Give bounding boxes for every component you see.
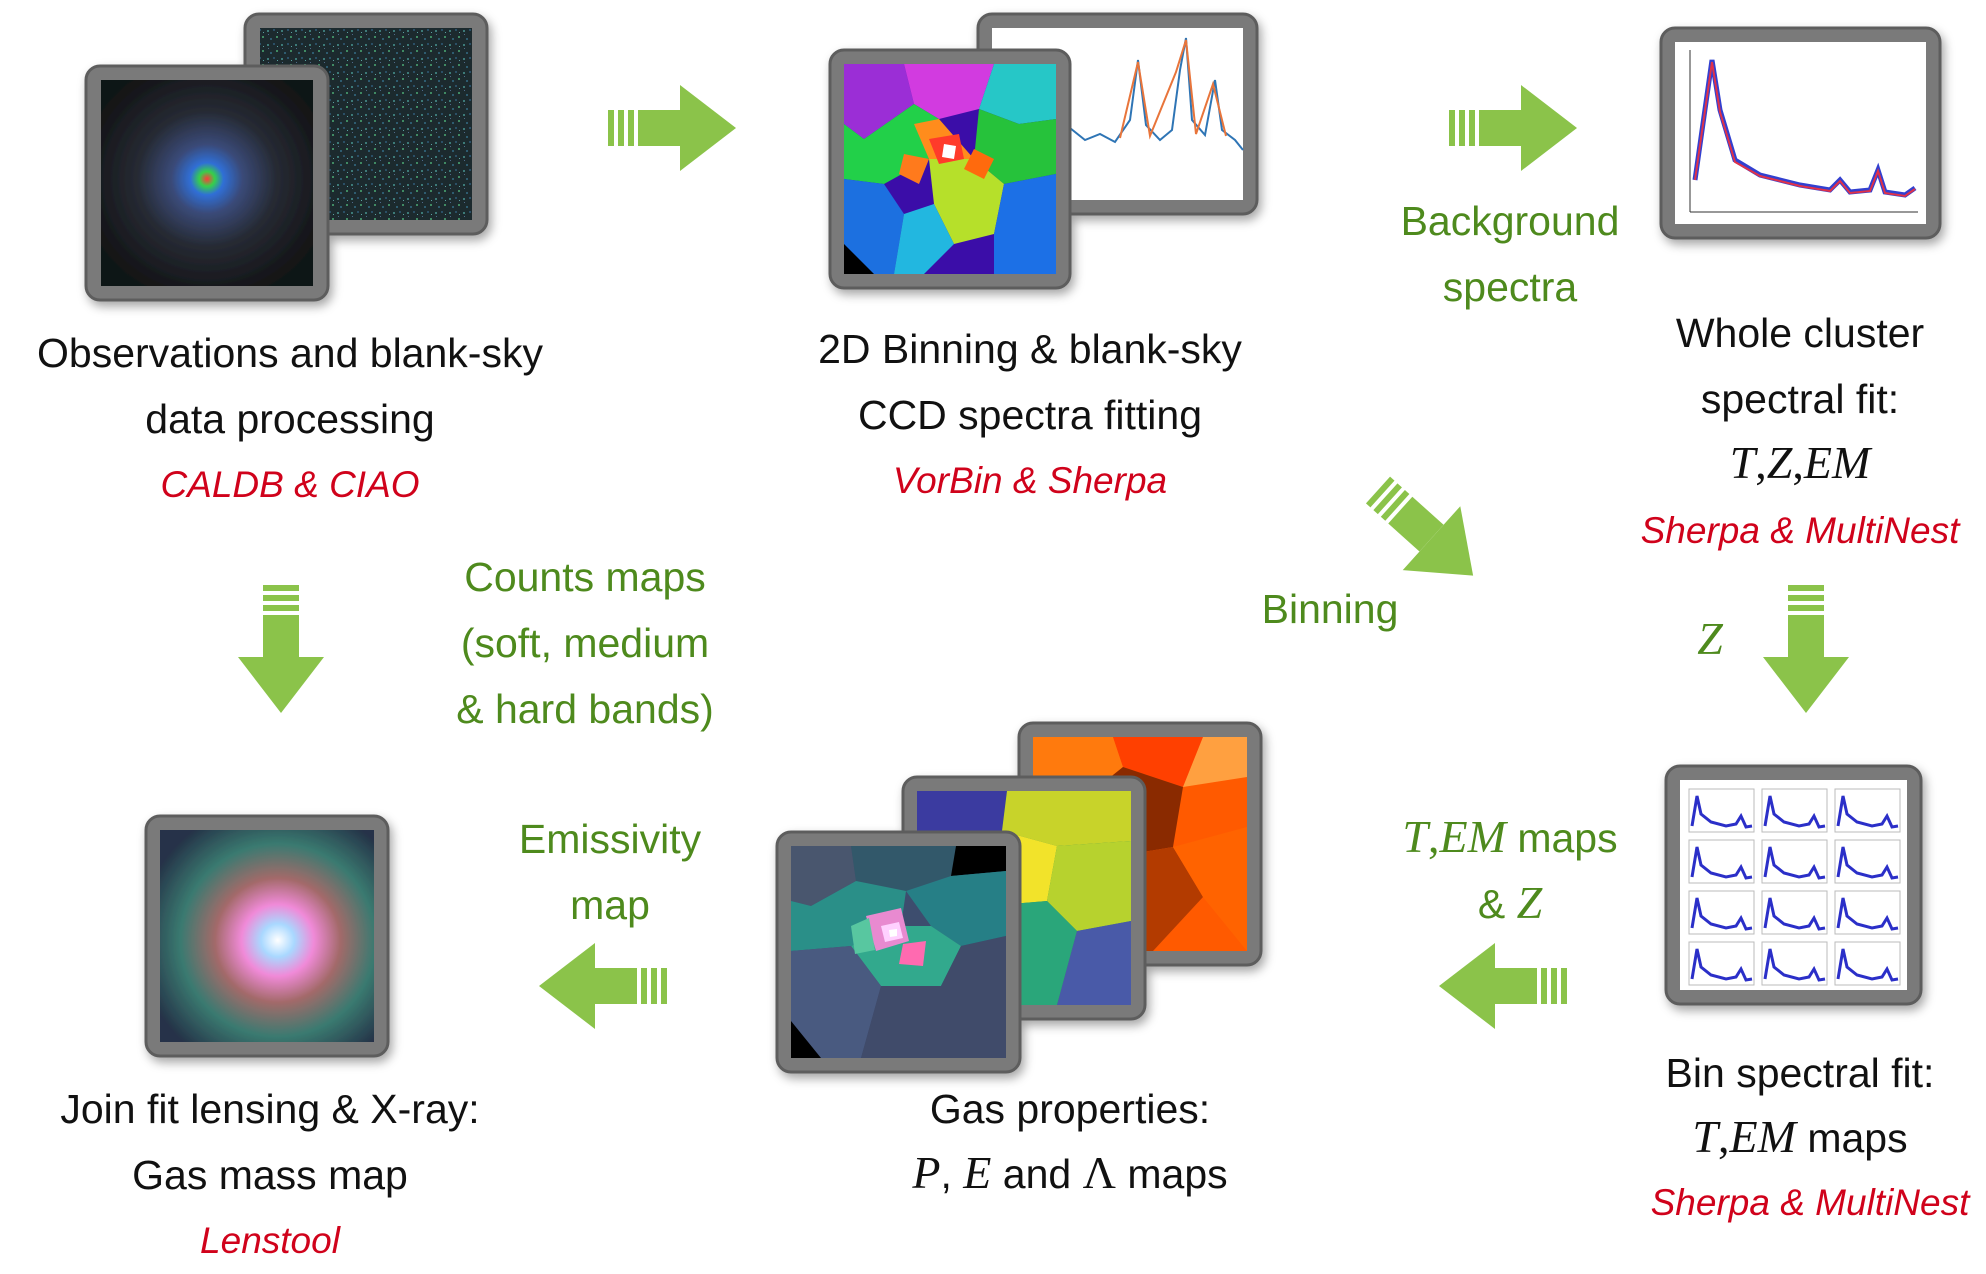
arrow-obs-to-binning xyxy=(608,85,736,171)
arrow-binning-to-whole xyxy=(1449,85,1577,171)
binning-images xyxy=(828,12,1259,290)
whole-cluster-spectrum-image xyxy=(1659,26,1942,240)
mini-fit-frame xyxy=(1761,839,1828,884)
binning-caption-line2: CCD spectra fitting xyxy=(857,392,1203,438)
mini-fit-curve xyxy=(1690,897,1753,931)
mini-fit-frame xyxy=(1688,788,1755,833)
mini-fit-curve xyxy=(1690,948,1753,982)
gas-property-maps xyxy=(775,721,1263,1074)
gas-P: P xyxy=(912,1147,941,1198)
gas-caption-line1: Gas properties: xyxy=(929,1086,1211,1132)
whole-T: T xyxy=(1729,437,1756,488)
arrow-gas-to-mass xyxy=(539,943,667,1029)
obs-tool: CALDB & CIAO xyxy=(160,464,420,505)
binfit-T: T xyxy=(1692,1111,1718,1162)
mini-fit-frame xyxy=(1834,890,1901,935)
label-emissivity-line1: Emissivity xyxy=(518,816,702,862)
label-tem-T: T xyxy=(1402,811,1428,862)
label-tem-maps: maps xyxy=(1517,815,1618,861)
obs-caption-line1: Observations and blank-sky xyxy=(37,330,543,376)
gas-and: and xyxy=(1002,1151,1072,1197)
gas-params: P, E and Λ maps xyxy=(912,1147,1228,1198)
gas-E: E xyxy=(963,1147,992,1198)
mini-fit-curve xyxy=(1763,795,1826,829)
binfit-caption-line1: Bin spectral fit: xyxy=(1665,1050,1935,1096)
gas-Lambda: Λ xyxy=(1082,1147,1116,1198)
label-background-line1: Background xyxy=(1400,198,1620,244)
whole-Z: Z xyxy=(1766,437,1793,488)
arrow-down-right xyxy=(1763,585,1849,713)
mini-fit-frame xyxy=(1761,890,1828,935)
mini-fit-frame xyxy=(1834,839,1901,884)
bin-fits-grid xyxy=(1688,788,1901,986)
mini-fit-curve xyxy=(1690,846,1753,880)
mini-fit-frame xyxy=(1761,788,1828,833)
whole-params: T,Z,EM xyxy=(1729,437,1871,488)
gas-maps: maps xyxy=(1127,1151,1228,1197)
arrow-down-left xyxy=(238,585,324,713)
label-counts-line3: & hard bands) xyxy=(456,686,714,732)
mini-fit-curve xyxy=(1763,897,1826,931)
mini-fit-curve xyxy=(1763,846,1826,880)
mini-fit-curve xyxy=(1836,846,1899,880)
gas-mass-map-image xyxy=(144,814,390,1058)
label-tem-line2: & Z xyxy=(1360,870,1660,937)
label-counts-line1: Counts maps xyxy=(464,554,706,600)
binning-caption-line1: 2D Binning & blank-sky xyxy=(818,326,1242,372)
whole-EM: EM xyxy=(1803,437,1871,488)
join-caption-line1: Join fit lensing & X-ray: xyxy=(60,1086,480,1132)
whole-caption-line1: Whole cluster xyxy=(1675,310,1925,356)
mini-fit-frame xyxy=(1834,941,1901,986)
mini-fit-frame xyxy=(1688,839,1755,884)
binfit-params: T,EM maps xyxy=(1692,1111,1908,1162)
mini-fit-curve xyxy=(1836,795,1899,829)
obs-caption-line2: data processing xyxy=(145,396,435,442)
mini-fit-curve xyxy=(1836,948,1899,982)
mini-fit-curve xyxy=(1836,897,1899,931)
join-caption-line2: Gas mass map xyxy=(132,1152,408,1198)
label-emissivity-line2: map xyxy=(570,882,650,928)
mini-fit-curve xyxy=(1690,795,1753,829)
binfit-maps: maps xyxy=(1807,1115,1908,1161)
label-tem-Z: Z xyxy=(1516,877,1543,928)
binning-tool: VorBin & Sherpa xyxy=(892,460,1168,501)
label-binning: Binning xyxy=(1261,586,1399,632)
label-tem-line1: T,EM maps xyxy=(1402,811,1618,862)
mini-fit-frame xyxy=(1834,788,1901,833)
label-counts-line2: (soft, medium xyxy=(460,620,710,666)
label-tem-amp: & xyxy=(1477,881,1506,927)
binfit-tool: Sherpa & MultiNest xyxy=(1650,1182,1970,1223)
label-background-line2: spectra xyxy=(1442,264,1578,310)
binfit-EM: EM xyxy=(1729,1111,1796,1162)
label-z: Z xyxy=(1697,613,1723,664)
mini-fit-frame xyxy=(1688,890,1755,935)
arrow-bin-to-gas xyxy=(1439,943,1567,1029)
whole-tool: Sherpa & MultiNest xyxy=(1640,510,1960,551)
mini-fit-curve xyxy=(1763,948,1826,982)
join-tool: Lenstool xyxy=(200,1220,340,1261)
mini-fit-frame xyxy=(1761,941,1828,986)
observations-images xyxy=(84,12,489,302)
mini-fit-frame xyxy=(1688,941,1755,986)
label-tem-EM: EM xyxy=(1439,811,1506,862)
whole-caption-line2: spectral fit: xyxy=(1700,376,1900,422)
